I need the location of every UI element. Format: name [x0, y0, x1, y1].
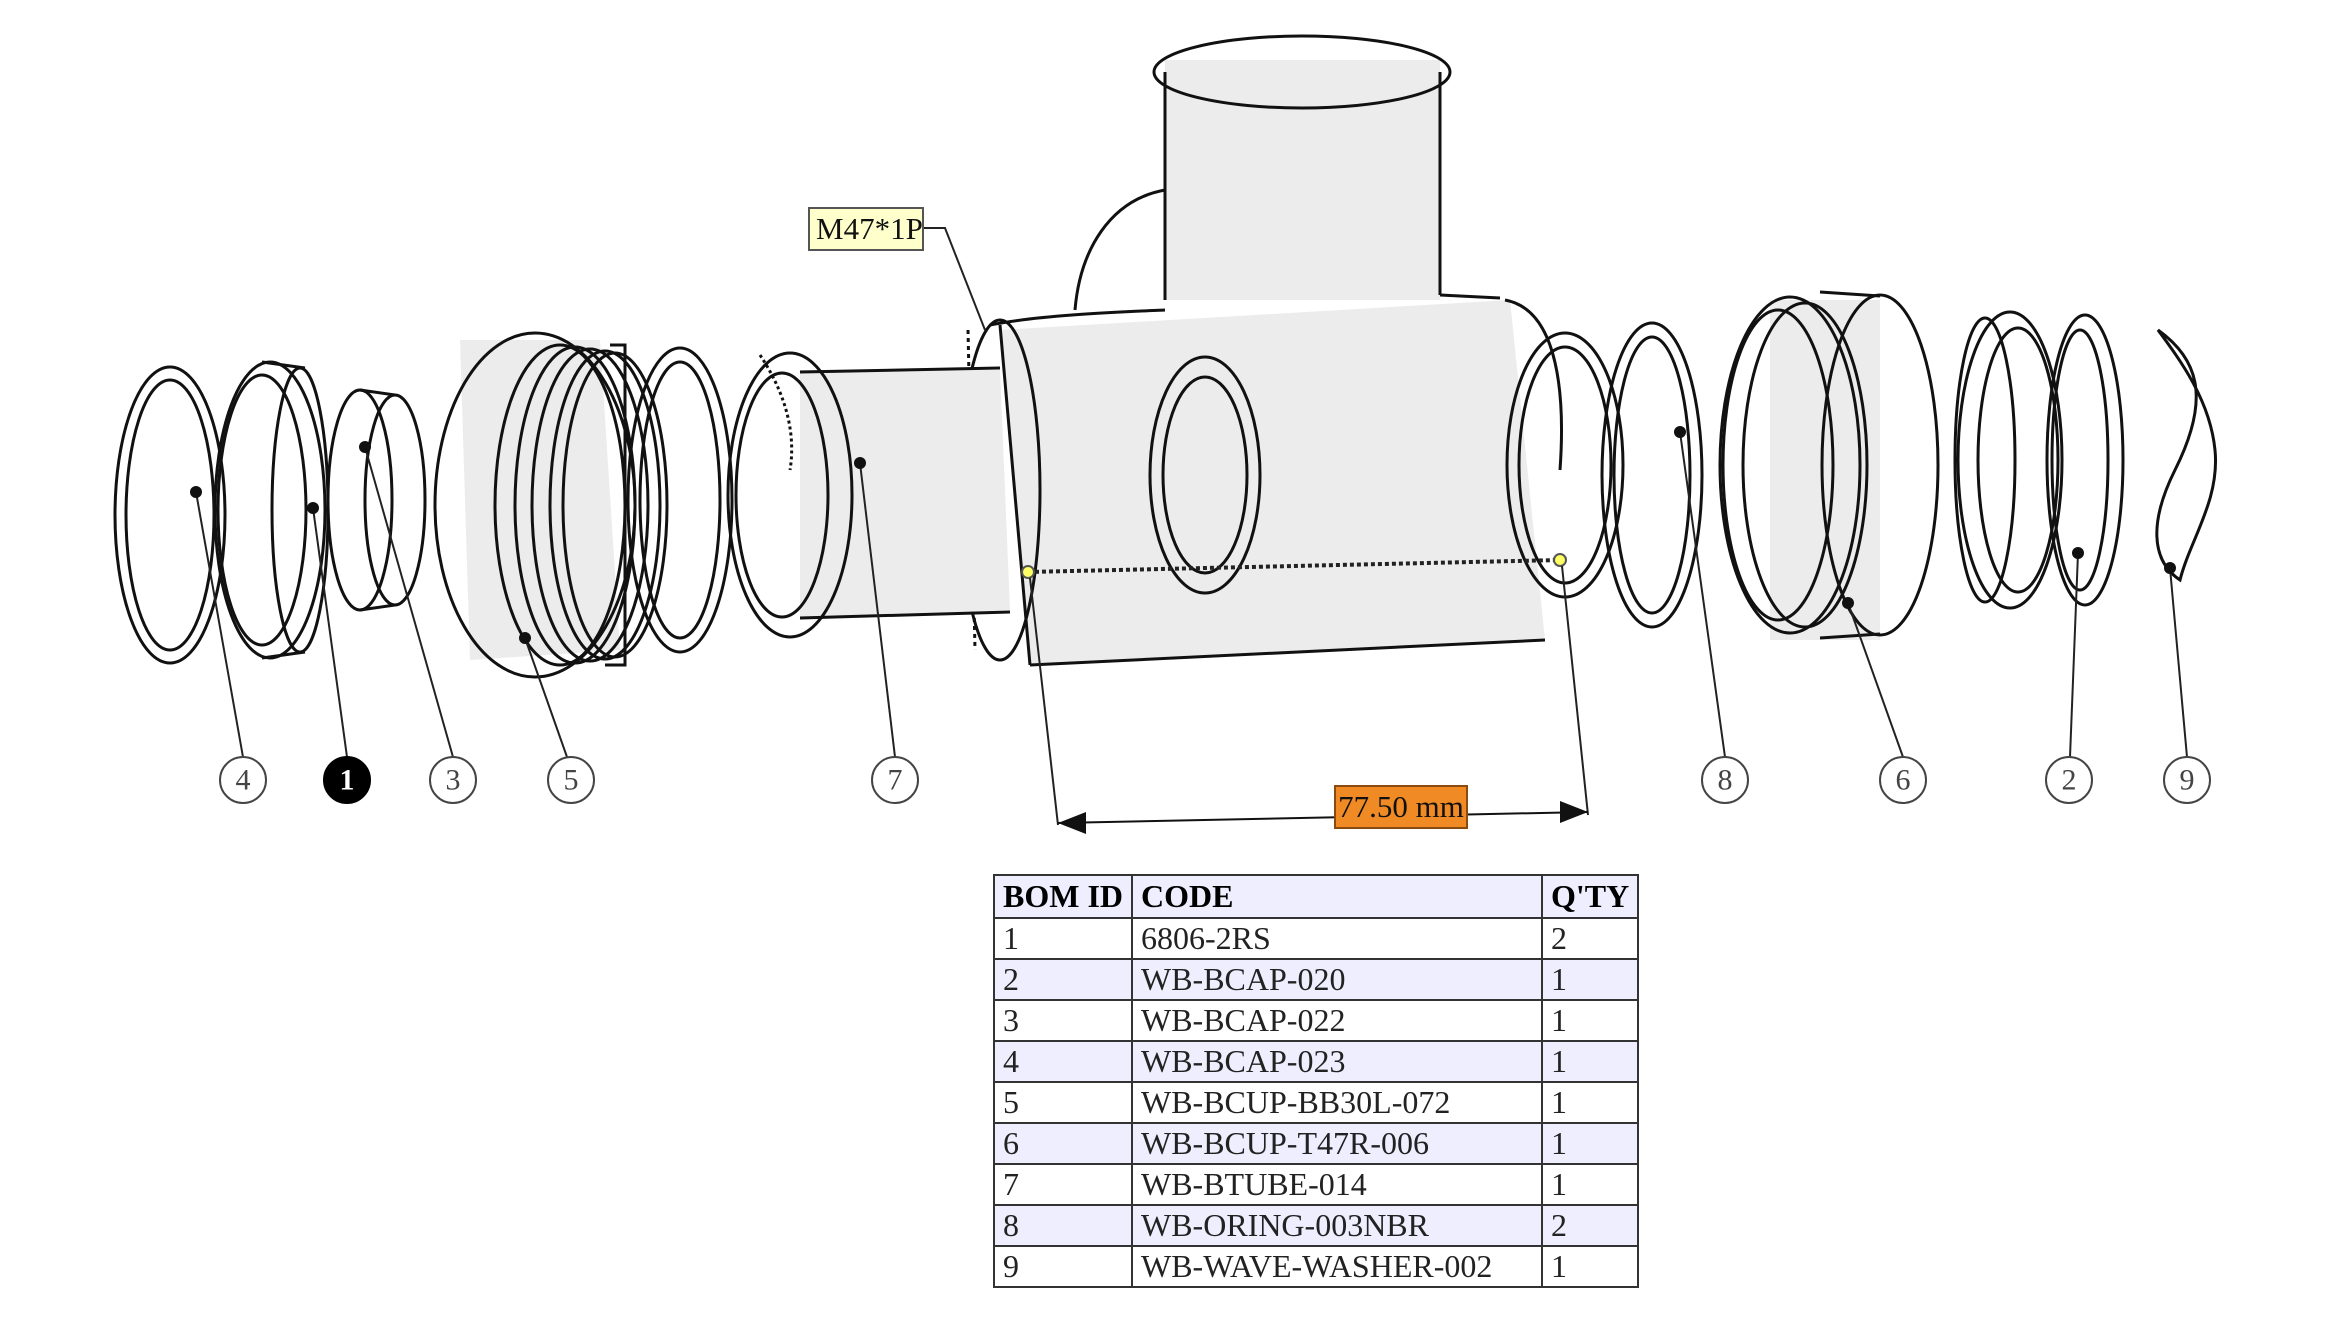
bom-id-cell: 9 [993, 1245, 1133, 1288]
bom-id-cell: 4 [993, 1040, 1133, 1083]
bom-id-cell: 7 [993, 1163, 1133, 1206]
bom-id-cell: 8 [993, 1204, 1133, 1247]
table-row: 6 WB-BCUP-T47R-006 1 [993, 1122, 1640, 1165]
part-9-wave-washer [2155, 328, 2218, 583]
svg-text:7: 7 [888, 764, 903, 797]
bom-table: BOM ID CODE Q'TY 1 6806-2RS 2 2 WB-BCAP-… [993, 874, 1640, 1288]
table-row: 3 WB-BCAP-022 1 [993, 999, 1640, 1042]
part-1-bearing-right [1953, 310, 2064, 610]
bom-id-cell: 5 [993, 1081, 1133, 1124]
svg-text:2: 2 [2062, 764, 2077, 797]
bom-code-cell: WB-BCAP-022 [1131, 999, 1543, 1042]
svg-text:8: 8 [1718, 764, 1733, 797]
bom-code-cell: WB-ORING-003NBR [1131, 1204, 1543, 1247]
bom-header-code: CODE [1131, 874, 1543, 919]
svg-text:4: 4 [236, 764, 251, 797]
svg-text:3: 3 [446, 764, 461, 797]
svg-text:1: 1 [340, 764, 355, 797]
bom-id-cell: 2 [993, 958, 1133, 1001]
svg-text:6: 6 [1896, 764, 1911, 797]
part-8-o-ring-left [626, 346, 734, 654]
table-row: 9 WB-WAVE-WASHER-002 1 [993, 1245, 1640, 1288]
balloon-4: 4 [219, 756, 267, 804]
bom-code-cell: WB-BCUP-T47R-006 [1131, 1122, 1543, 1165]
bom-id-cell: 6 [993, 1122, 1133, 1165]
bom-code-cell: WB-BCAP-020 [1131, 958, 1543, 1001]
part-6-right-cup [1718, 290, 1940, 640]
bom-code-cell: WB-BCAP-023 [1131, 1040, 1543, 1083]
dimension-label: 77.50 mm [1334, 785, 1468, 829]
bom-qty-cell: 1 [1540, 1245, 1640, 1288]
balloon-2: 2 [2045, 756, 2093, 804]
balloon-9: 9 [2163, 756, 2211, 804]
part-8-o-ring-right [1600, 321, 1704, 629]
bom-qty-cell: 1 [1540, 958, 1640, 1001]
part-7-bb-tube [726, 351, 1011, 639]
dimension-point-left [1021, 565, 1035, 579]
bom-qty-cell: 2 [1540, 1204, 1640, 1247]
table-row: 4 WB-BCAP-023 1 [993, 1040, 1640, 1083]
bom-code-cell: WB-BTUBE-014 [1131, 1163, 1543, 1206]
part-5-left-cup [433, 331, 669, 679]
dimension-point-right [1553, 553, 1567, 567]
table-row: 1 6806-2RS 2 [993, 917, 1640, 960]
bom-id-cell: 3 [993, 999, 1133, 1042]
svg-text:9: 9 [2180, 764, 2195, 797]
bom-header-id: BOM ID [993, 874, 1133, 919]
bom-header-row: BOM ID CODE Q'TY [993, 874, 1640, 919]
bom-qty-cell: 2 [1540, 917, 1640, 960]
svg-text:5: 5 [564, 764, 579, 797]
bom-code-cell: 6806-2RS [1131, 917, 1543, 960]
balloon-1: 1 [323, 756, 371, 804]
bom-code-cell: WB-BCUP-BB30L-072 [1131, 1081, 1543, 1124]
bom-qty-cell: 1 [1540, 999, 1640, 1042]
bom-id-cell: 1 [993, 917, 1133, 960]
table-row: 2 WB-BCAP-020 1 [993, 958, 1640, 1001]
table-row: 5 WB-BCUP-BB30L-072 1 [993, 1081, 1640, 1124]
part-3-inner-cap [326, 388, 427, 612]
bom-qty-cell: 1 [1540, 1163, 1640, 1206]
part-4-outer-cap [113, 365, 227, 665]
bom-qty-cell: 1 [1540, 1040, 1640, 1083]
frame-bb-shell [958, 34, 1625, 667]
balloon-6: 6 [1879, 756, 1927, 804]
bom-header-qty: Q'TY [1540, 874, 1640, 919]
balloon-8: 8 [1701, 756, 1749, 804]
part-2-outer-cap [2045, 313, 2125, 607]
bom-qty-cell: 1 [1540, 1081, 1640, 1124]
balloon-5: 5 [547, 756, 595, 804]
balloon-3: 3 [429, 756, 477, 804]
bom-qty-cell: 1 [1540, 1122, 1640, 1165]
table-row: 8 WB-ORING-003NBR 2 [993, 1204, 1640, 1247]
thread-spec-label: M47*1P [808, 207, 924, 251]
bom-code-cell: WB-WAVE-WASHER-002 [1131, 1245, 1543, 1288]
dimension-77-50 [1021, 553, 1589, 834]
leader-lines [190, 227, 2188, 758]
balloon-7: 7 [871, 756, 919, 804]
table-row: 7 WB-BTUBE-014 1 [993, 1163, 1640, 1206]
